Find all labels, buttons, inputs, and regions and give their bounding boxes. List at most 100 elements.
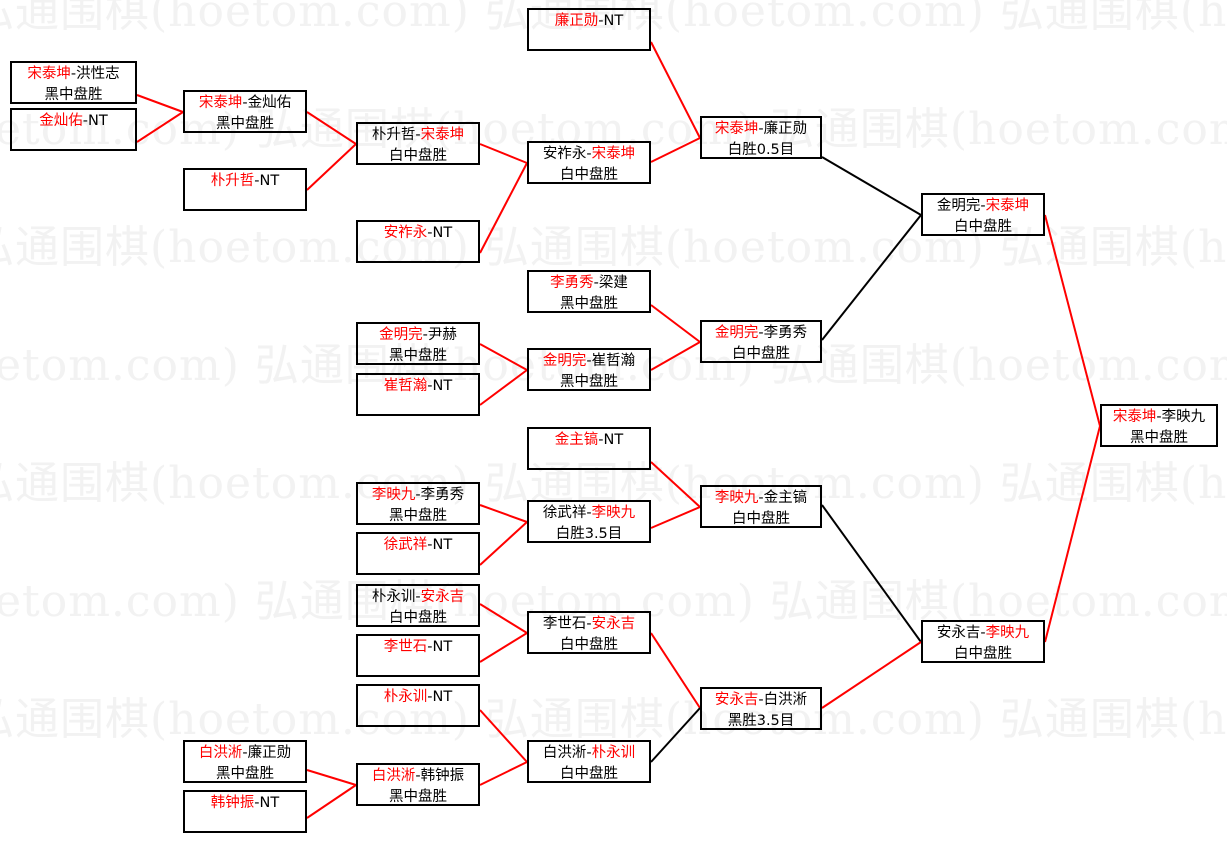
match-result: 黑中盘胜: [389, 789, 447, 805]
winner-name: 李勇秀: [550, 275, 594, 291]
winner-name: 廉正勋: [554, 13, 599, 29]
name-separator: -: [586, 505, 592, 521]
winner-name: 金主镐: [554, 432, 599, 448]
winner-name: 宋泰坤: [714, 121, 759, 137]
loser-name: NT: [432, 225, 453, 241]
name-separator: -: [593, 275, 599, 291]
loser-name: 朴永训: [371, 589, 416, 605]
name-separator: -: [758, 490, 764, 506]
match-pairing: 安祚永-NT: [358, 223, 478, 244]
match-box[interactable]: 廉正勋-NT: [527, 8, 651, 51]
winner-name: 宋泰坤: [420, 127, 465, 143]
name-separator: -: [586, 745, 592, 761]
loser-name: 洪性志: [76, 66, 120, 82]
match-result: 黑中盘胜: [560, 374, 618, 390]
match-pairing: 李映九-金主镐: [702, 488, 820, 509]
winner-name: 李世石: [383, 639, 428, 655]
match-pairing: 徐武祥-NT: [358, 535, 478, 556]
match-result: 黑中盘胜: [389, 508, 447, 524]
winner-name: 白洪淅: [371, 768, 416, 784]
match-result: 白胜3.5目: [555, 526, 623, 542]
match-box[interactable]: 李世石-NT: [356, 634, 480, 677]
loser-name: 尹赫: [427, 327, 457, 343]
match-pairing: 安永吉-李映九: [923, 623, 1043, 644]
loser-name: NT: [603, 13, 624, 29]
winner-name: 宋泰坤: [27, 66, 71, 82]
match-box[interactable]: 徐武祥-李映九白胜3.5目: [527, 500, 651, 543]
winner-name: 安永吉: [714, 692, 759, 708]
name-separator: -: [586, 616, 592, 632]
match-box[interactable]: 白洪淅-韩钟振黑中盘胜: [356, 763, 480, 806]
match-box[interactable]: 朴升哲-宋泰坤白中盘胜: [356, 122, 480, 165]
match-pairing: 金明完-宋泰坤: [923, 196, 1043, 217]
match-pairing: 李世石-安永吉: [529, 614, 649, 635]
name-separator: -: [254, 173, 260, 189]
match-pairing: 李世石-NT: [358, 637, 478, 658]
match-result: 白胜0.5目: [727, 142, 795, 158]
match-box[interactable]: 金明完-崔哲瀚黑中盘胜: [527, 348, 651, 391]
match-box[interactable]: 安祚永-NT: [356, 220, 480, 263]
match-box[interactable]: 安永吉-白洪淅黑胜3.5目: [700, 687, 822, 730]
loser-name: 李勇秀: [420, 487, 465, 503]
match-box[interactable]: 李映九-李勇秀黑中盘胜: [356, 482, 480, 525]
match-pairing: 朴永训-NT: [358, 687, 478, 708]
loser-name: 白洪淅: [542, 745, 587, 761]
match-box[interactable]: 白洪淅-朴永训白中盘胜: [527, 740, 651, 783]
loser-name: 徐武祥: [542, 505, 587, 521]
match-box[interactable]: 朴永训-安永吉白中盘胜: [356, 584, 480, 627]
match-result: 黑中盘胜: [389, 348, 447, 364]
match-box[interactable]: 宋泰坤-廉正勋白胜0.5目: [700, 116, 822, 159]
match-result: 白中盘胜: [389, 148, 447, 164]
loser-name: 金灿佑: [247, 95, 292, 111]
name-separator: -: [598, 13, 604, 29]
winner-name: 安永吉: [591, 616, 636, 632]
match-pairing: 李映九-李勇秀: [358, 485, 478, 506]
loser-name: 韩钟振: [420, 768, 465, 784]
match-box[interactable]: 韩钟振-NT: [183, 790, 307, 833]
match-result: 白中盘胜: [560, 766, 618, 782]
name-separator: -: [758, 121, 764, 137]
match-box[interactable]: 徐武祥-NT: [356, 532, 480, 575]
name-separator: -: [415, 487, 421, 503]
match-box[interactable]: 金主镐-NT: [527, 427, 651, 470]
match-box[interactable]: 宋泰坤-李映九黑中盘胜: [1100, 404, 1218, 447]
loser-name: NT: [259, 795, 280, 811]
match-box[interactable]: 金明完-李勇秀白中盘胜: [700, 320, 822, 363]
match-box[interactable]: 金明完-尹赫黑中盘胜: [356, 322, 480, 365]
match-box[interactable]: 安永吉-李映九白中盘胜: [921, 620, 1045, 663]
name-separator: -: [82, 113, 88, 129]
loser-name: NT: [88, 113, 108, 129]
match-box[interactable]: 金明完-宋泰坤白中盘胜: [921, 193, 1045, 236]
match-result: 黑中盘胜: [1130, 430, 1188, 446]
loser-name: NT: [603, 432, 624, 448]
match-box[interactable]: 白洪淅-廉正勋黑中盘胜: [183, 740, 307, 783]
match-box[interactable]: 安祚永-宋泰坤白中盘胜: [527, 141, 651, 184]
name-separator: -: [70, 66, 77, 82]
match-pairing: 安祚永-宋泰坤: [529, 144, 649, 165]
name-separator: -: [415, 127, 421, 143]
loser-name: 廉正勋: [763, 121, 808, 137]
winner-name: 宋泰坤: [1112, 409, 1157, 425]
loser-name: NT: [432, 537, 453, 553]
match-box[interactable]: 李映九-金主镐白中盘胜: [700, 485, 822, 528]
loser-name: 安永吉: [936, 625, 981, 641]
match-box[interactable]: 崔哲瀚-NT: [356, 373, 480, 416]
loser-name: 白洪淅: [763, 692, 808, 708]
name-separator: -: [586, 353, 592, 369]
match-box[interactable]: 金灿佑-NT: [10, 108, 137, 151]
match-box[interactable]: 宋泰坤-金灿佑黑中盘胜: [183, 90, 307, 133]
name-separator: -: [598, 432, 604, 448]
match-box[interactable]: 宋泰坤-洪性志黑中盘胜: [10, 61, 137, 104]
winner-name: 李映九: [371, 487, 416, 503]
match-pairing: 宋泰坤-洪性志: [12, 64, 135, 85]
loser-name: 朴升哲: [371, 127, 416, 143]
winner-name: 朴升哲: [210, 173, 255, 189]
match-box[interactable]: 朴永训-NT: [356, 684, 480, 727]
winner-name: 金明完: [379, 327, 423, 343]
match-box[interactable]: 李世石-安永吉白中盘胜: [527, 611, 651, 654]
match-box[interactable]: 朴升哲-NT: [183, 168, 307, 211]
match-box[interactable]: 李勇秀-梁建黑中盘胜: [527, 270, 651, 313]
match-pairing: 李勇秀-梁建: [529, 273, 649, 294]
loser-name: 金主镐: [763, 490, 808, 506]
